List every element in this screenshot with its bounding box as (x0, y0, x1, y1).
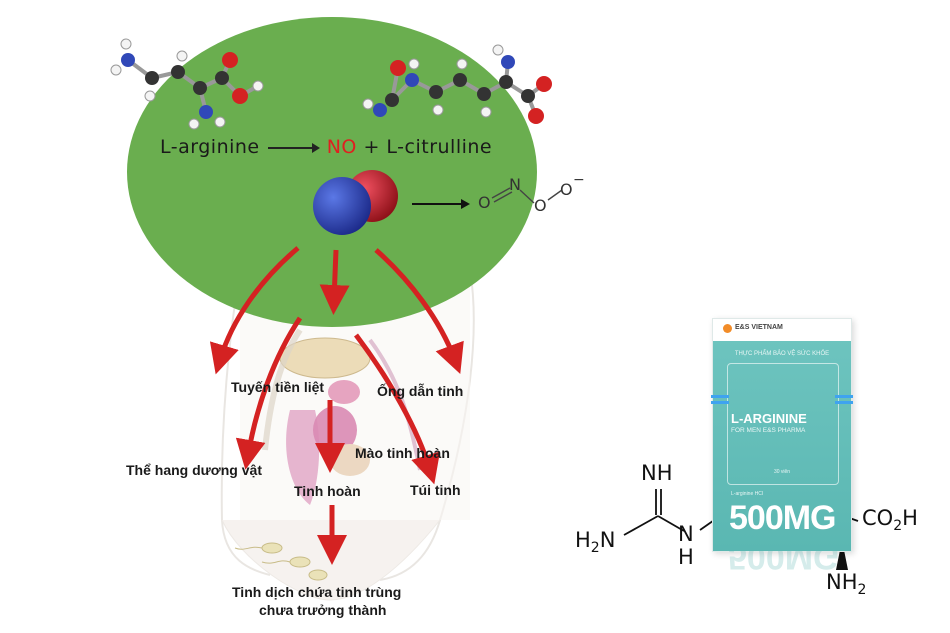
brand-logo-icon (723, 324, 732, 333)
product-dose: 500MG (729, 499, 836, 537)
nitrite-o2: O (534, 196, 547, 215)
nitrite-n: N (509, 175, 521, 194)
formula-h: H (678, 545, 694, 569)
red-arrows (209, 246, 464, 565)
stripe-right (835, 395, 853, 398)
label-testis: Tinh hoàn (294, 483, 361, 499)
label-corpus-cavernosum: Thể hang dương vật (126, 462, 262, 478)
plus-sign: + (363, 136, 380, 158)
product-inner-frame (727, 363, 839, 485)
formula-co2h: CO2H (862, 506, 918, 535)
sperm-cells (234, 542, 328, 581)
formula-h2n: H2N (575, 528, 616, 557)
label-vas-deferens: Ống dẫn tinh (377, 383, 464, 399)
reactant-label: L-arginine (160, 136, 260, 158)
nitrite-o3: O (560, 180, 573, 199)
label-epididymis: Mào tinh hoàn (355, 445, 450, 461)
product-subtitle: THỰC PHẨM BẢO VỆ SỨC KHỎE (734, 351, 830, 357)
product-box-header (713, 319, 851, 341)
nitric-oxide-molecule (313, 170, 398, 235)
product-reflection: 500MG (728, 551, 840, 576)
product-brand: E&S VIETNAM (735, 324, 783, 331)
product-count: 30 viên (773, 469, 791, 475)
l-citrulline-molecule (362, 44, 552, 124)
label-semen-line1: Tinh dịch chứa tinh trùng (232, 584, 402, 600)
reaction-equation: L-arginine NO + L-citrulline (160, 136, 492, 158)
reaction-arrow-icon (268, 142, 321, 153)
nitrite-structure (491, 187, 563, 204)
nitrite-arrow (412, 199, 470, 209)
green-circle (127, 17, 537, 327)
label-seminal-vesicle: Túi tinh (410, 482, 461, 498)
formula-nh: NH (641, 461, 673, 485)
stereo-wedge (836, 540, 848, 570)
label-semen-line2: chưa trưởng thành (259, 602, 387, 618)
stripe-left (711, 395, 729, 398)
product-label: L-citrulline (386, 136, 493, 158)
product-box: E&S VIETNAM THỰC PHẨM BẢO VỆ SỨC KHỎE L-… (711, 318, 853, 552)
nitrite-charge: − (573, 172, 585, 188)
formula-n: N (678, 522, 694, 546)
product-name: L-ARGININE (731, 411, 807, 426)
product-ingredient: L-arginine HCl (731, 491, 763, 497)
nitrite-o1: O (478, 193, 491, 212)
label-prostate: Tuyến tiền liệt (231, 379, 325, 395)
product-name-sub: FOR MEN E&S PHARMA (731, 427, 806, 434)
l-arginine-molecule (110, 38, 264, 130)
formula-nh2: NH2 (826, 570, 867, 599)
nitric-oxide-label: NO (326, 136, 357, 158)
